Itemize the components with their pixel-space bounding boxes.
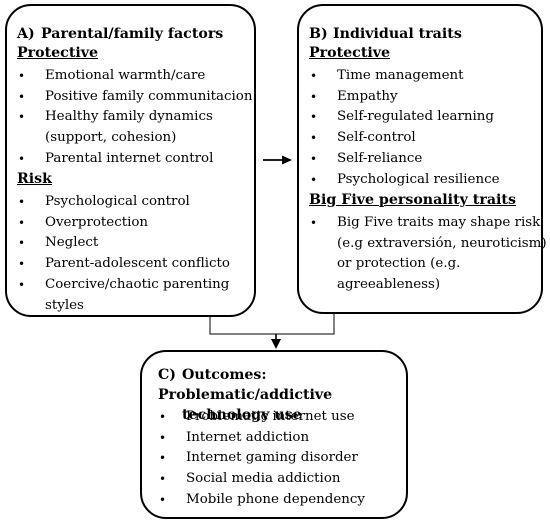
bullet: • xyxy=(159,492,167,507)
parental-family-factors-box: A) Parental/family factors Protective •Em… xyxy=(5,4,256,317)
bullet: • xyxy=(18,151,26,166)
box-a-letter: A) xyxy=(17,26,35,42)
box-a-risk-list: •Psychological control •Overprotection •… xyxy=(7,192,230,316)
box-b-heading: B) Individual traits xyxy=(309,26,462,42)
bullet: • xyxy=(159,451,167,466)
list-item: •Healthy family dynamics(support, cohesi… xyxy=(18,109,213,146)
bullet: • xyxy=(310,216,318,230)
box-b-bigfive-list: •Big Five traits may shape risk(e.g extr… xyxy=(299,213,547,296)
list-item: •Neglect xyxy=(7,233,230,254)
list-item: •Self-control xyxy=(299,128,500,149)
box-a-protective-list: •Emotional warmth/care •Positive family … xyxy=(7,66,252,170)
bullet: • xyxy=(18,89,26,104)
box-b-letter: B) xyxy=(309,26,328,42)
list-item: •Parent-adolescent conflicto xyxy=(7,254,230,275)
box-b-protective-label: Protective xyxy=(309,45,391,61)
bullet: • xyxy=(18,277,26,292)
list-item: •Psychological resilience xyxy=(299,170,500,191)
bracket-to-c xyxy=(209,314,335,335)
bullet: • xyxy=(159,410,167,424)
bullet: • xyxy=(18,69,26,83)
bullet: • xyxy=(310,172,318,187)
arrow-to-c-head xyxy=(271,339,281,349)
list-item: •Mobile phone dependency xyxy=(148,490,365,511)
box-b-protective-list: •Time management •Empathy •Self-regulate… xyxy=(299,66,500,190)
box-b-title: Individual traits xyxy=(333,26,462,42)
bullet: • xyxy=(18,236,26,251)
box-c-heading: C)Outcomes: Problematic/addictive techno… xyxy=(158,365,408,425)
box-a-heading: A) Parental/family factors xyxy=(17,26,223,42)
bullet: • xyxy=(18,215,26,230)
bullet: • xyxy=(310,69,318,83)
bullet: • xyxy=(159,472,167,487)
bullet: • xyxy=(310,110,318,125)
list-item: •Parental internet control xyxy=(7,149,252,170)
bullet: • xyxy=(310,131,318,146)
list-item: •Emotional warmth/care xyxy=(7,66,252,87)
bullet: • xyxy=(310,89,318,104)
individual-traits-box: B) Individual traits Protective •Time man… xyxy=(297,4,547,314)
list-item: •Overprotection xyxy=(7,213,230,234)
list-item: •Big Five traits may shape risk(e.g extr… xyxy=(310,215,547,293)
list-item: •Psychological control xyxy=(7,192,230,213)
bullet: • xyxy=(159,430,167,445)
box-c-letter: C) xyxy=(158,367,177,383)
bullet: • xyxy=(18,257,26,272)
list-item: •Internet gaming disorder xyxy=(148,448,365,469)
list-item: •Problematic internet use xyxy=(148,407,365,428)
box-b-bigfive-label: Big Five personality traits xyxy=(309,192,516,208)
bullet: • xyxy=(18,195,26,209)
list-item: •Empathy xyxy=(299,87,500,108)
outcomes-box: C)Outcomes: Problematic/addictive techno… xyxy=(140,350,408,519)
box-c-title-line1: Outcomes: Problematic/addictive xyxy=(158,367,333,403)
list-item: •Self-regulated learning xyxy=(299,107,500,128)
list-item: •Self-reliance xyxy=(299,149,500,170)
bullet: • xyxy=(18,110,26,125)
list-item: •Positive family communitacion xyxy=(7,87,252,108)
list-item: •Internet addiction xyxy=(148,428,365,449)
box-c-outcomes-list: •Problematic internet use •Internet addi… xyxy=(148,407,365,511)
list-item: •Time management xyxy=(299,66,500,87)
bullet: • xyxy=(310,151,318,166)
arrow-a-to-b-head xyxy=(282,155,292,165)
box-a-title: Parental/family factors xyxy=(41,26,224,42)
box-a-protective-label: Protective xyxy=(17,45,99,61)
list-item: •Social media addiction xyxy=(148,469,365,490)
box-a-risk-label: Risk xyxy=(17,171,52,187)
box-c-title-line2: technology use xyxy=(182,407,302,423)
